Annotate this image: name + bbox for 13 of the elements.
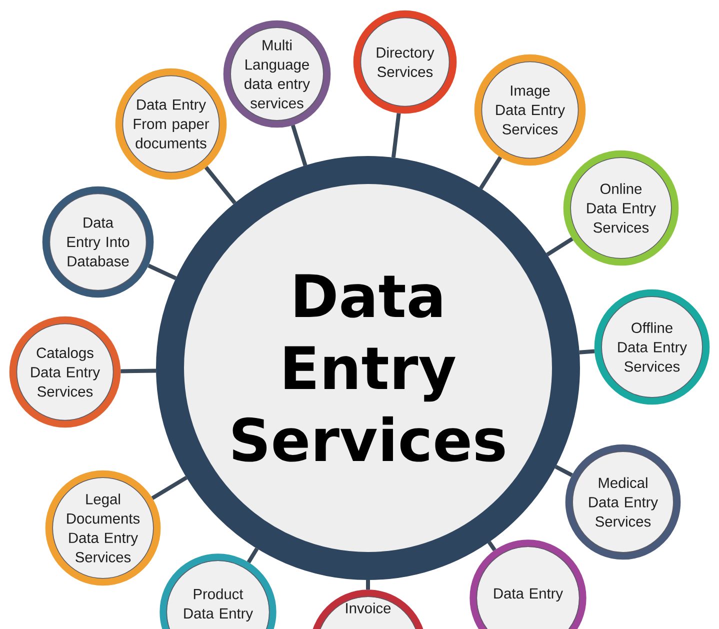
connector-line [546,237,574,256]
connector-line [487,540,496,552]
connector-line [148,264,177,280]
connector-line [204,166,236,204]
connector-line [391,113,401,158]
connector-line [579,349,595,354]
connector-line [151,476,188,500]
connector-line [366,580,370,590]
connector-line [554,464,573,477]
connector-line [246,548,259,564]
connector-line [120,368,156,374]
connector-line [290,124,308,166]
connector-line [479,156,502,190]
